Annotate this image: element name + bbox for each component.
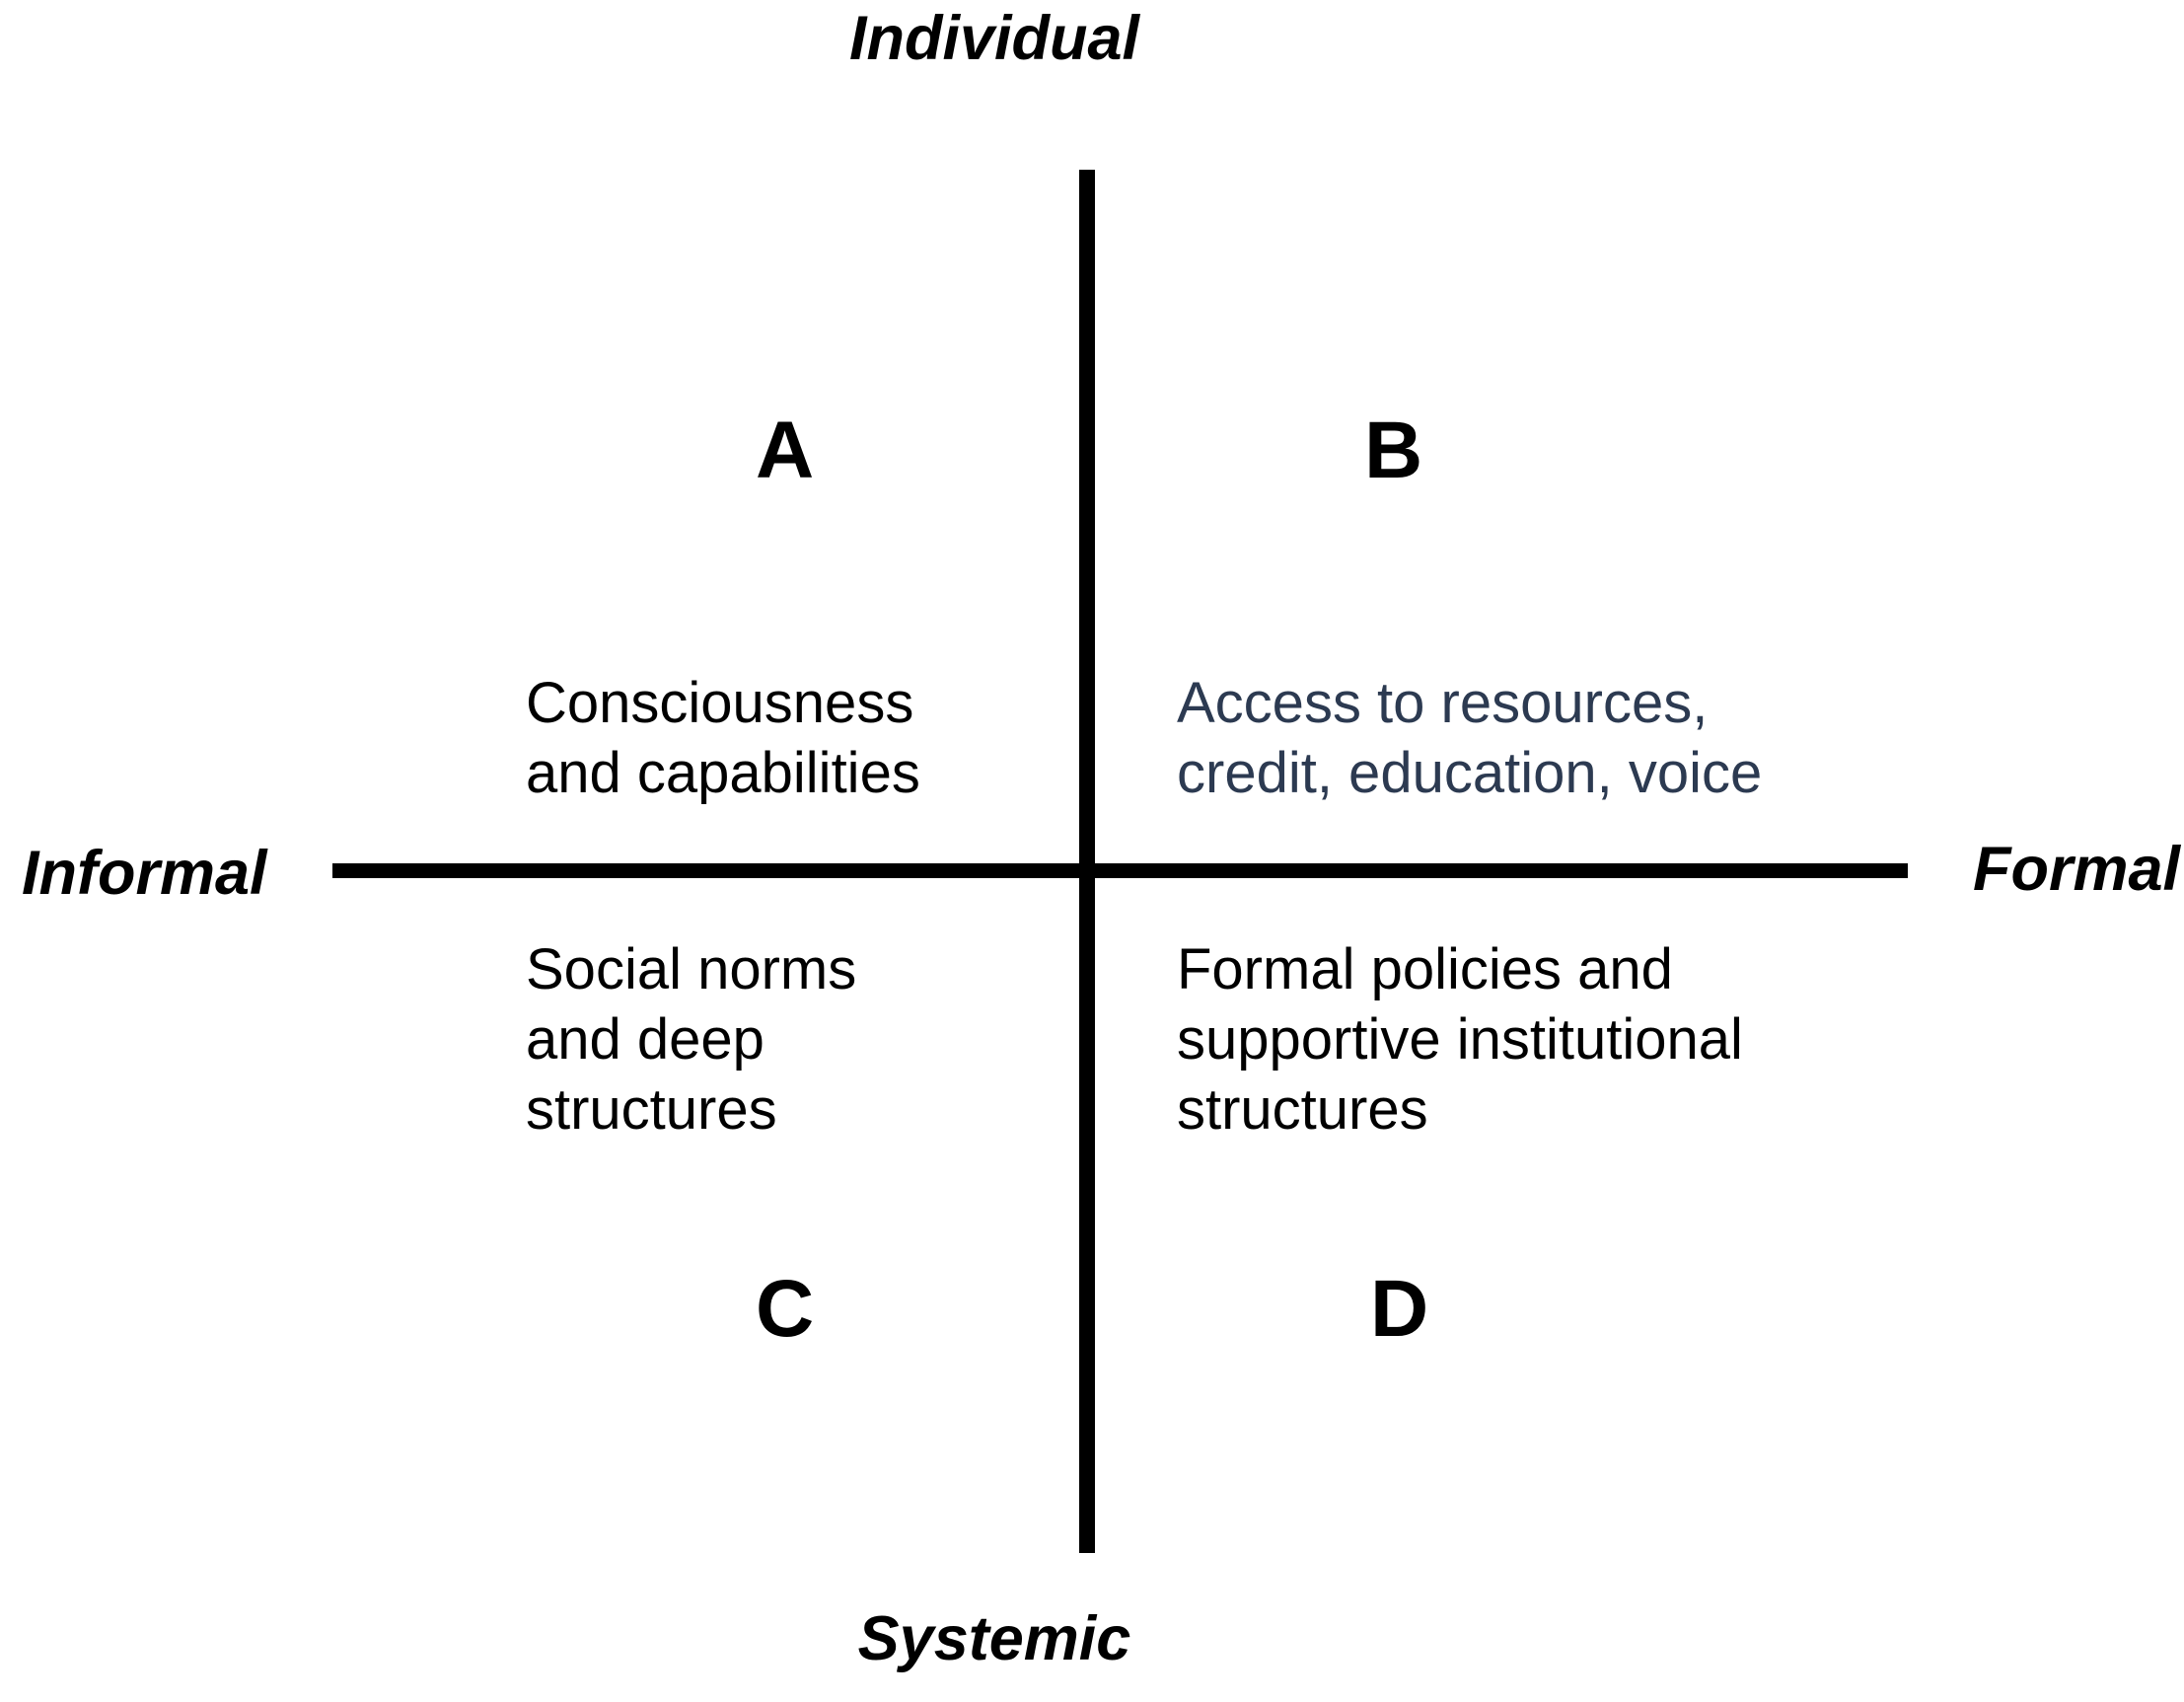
quadrant-text-c: Social norms and deep structures bbox=[526, 937, 857, 1142]
quadrant-text-a: Consciousness and capabilities bbox=[526, 671, 920, 805]
axis-label-informal: Informal bbox=[22, 839, 267, 908]
quadrant-letter-c: C bbox=[756, 1264, 815, 1354]
quadrant-letter-d: D bbox=[1370, 1264, 1429, 1354]
quadrant-letter-b: B bbox=[1364, 406, 1423, 495]
quadrant-text-d: Formal policies and supportive instituti… bbox=[1177, 937, 1743, 1142]
quadrant-text-b: Access to resources, credit, education, … bbox=[1177, 671, 1763, 805]
axis-label-formal: Formal bbox=[1973, 835, 2181, 904]
quadrant-letter-a: A bbox=[756, 406, 815, 495]
horizontal-axis-line bbox=[332, 863, 1908, 878]
axis-label-individual: Individual bbox=[848, 4, 1140, 73]
axis-label-systemic: Systemic bbox=[857, 1604, 1131, 1673]
vertical-axis-line bbox=[1079, 170, 1095, 1553]
